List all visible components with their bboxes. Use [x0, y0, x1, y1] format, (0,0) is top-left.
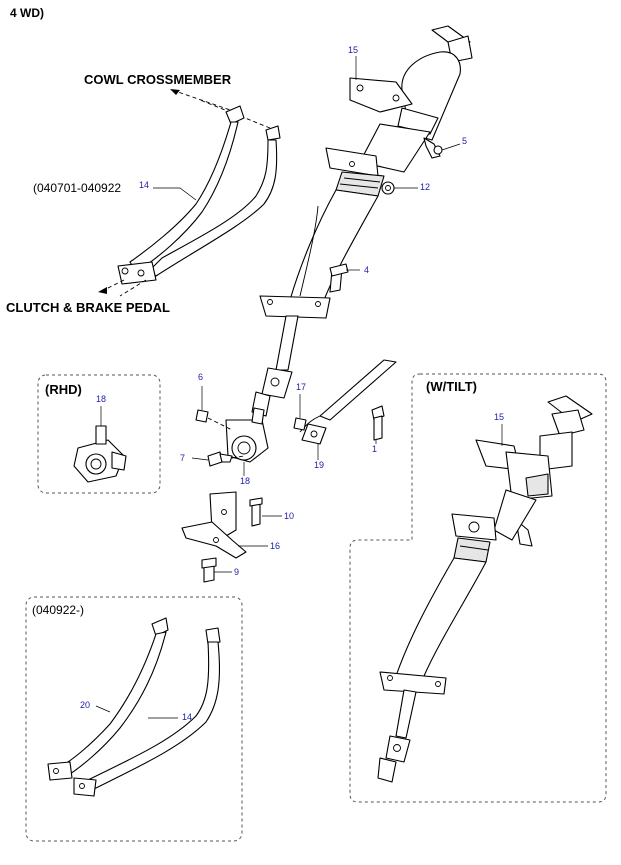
rhd-label: (RHD) — [45, 382, 82, 397]
joint-19 — [301, 423, 327, 445]
callout-16: 16 — [270, 541, 280, 551]
w-tilt-label: (W/TILT) — [426, 379, 477, 394]
steering-column-main — [251, 25, 473, 417]
bolt-5 — [423, 137, 443, 159]
w-tilt-box — [349, 373, 607, 803]
bolt-1 — [371, 405, 385, 441]
rhd-box — [37, 374, 161, 494]
bolt-9 — [201, 557, 217, 583]
callout-4: 4 — [364, 265, 369, 275]
cowl-crossmember-label: COWL CROSSMEMBER — [84, 72, 232, 87]
bolt-10 — [249, 497, 263, 527]
date-range-new-box — [25, 596, 243, 842]
bolt-17 — [293, 417, 307, 431]
callout-14-lower: 14 — [182, 712, 192, 722]
callout-6: 6 — [198, 372, 203, 382]
callout-7: 7 — [180, 453, 185, 463]
cowl-arrow — [170, 89, 271, 129]
callout-20: 20 — [80, 700, 90, 710]
callout-14-upper: 14 — [139, 180, 149, 190]
bolt-6 — [195, 409, 209, 423]
clutch-brake-pedal-label: CLUTCH & BRAKE PEDAL — [6, 300, 170, 315]
callout-1: 1 — [372, 444, 377, 454]
steering-column-tilt — [377, 395, 593, 783]
bracket-14-upper — [117, 105, 281, 285]
bolt-7 — [207, 451, 233, 467]
gearbox-18 — [225, 407, 269, 463]
bolt-4 — [329, 263, 349, 293]
date-range-old-label: (040701-040922 — [33, 181, 121, 195]
gearbox-18-rhd — [73, 425, 127, 483]
bracket-16 — [181, 491, 247, 559]
callout-9: 9 — [234, 567, 239, 577]
callout-19: 19 — [314, 460, 324, 470]
nut-12 — [381, 181, 395, 195]
callout-10: 10 — [284, 511, 294, 521]
callout-15-tilt: 15 — [494, 412, 504, 422]
callout-5: 5 — [462, 136, 467, 146]
header-label: 4 WD) — [10, 6, 44, 20]
date-range-new-label: (040922-) — [32, 603, 84, 617]
callout-18-rhd: 18 — [96, 394, 106, 404]
callout-17: 17 — [296, 382, 306, 392]
callout-18-main: 18 — [240, 476, 250, 486]
bracket-20-and-14 — [47, 617, 221, 797]
callout-15-upper: 15 — [348, 45, 358, 55]
callout-12: 12 — [420, 182, 430, 192]
clutch-arrow — [98, 279, 147, 297]
